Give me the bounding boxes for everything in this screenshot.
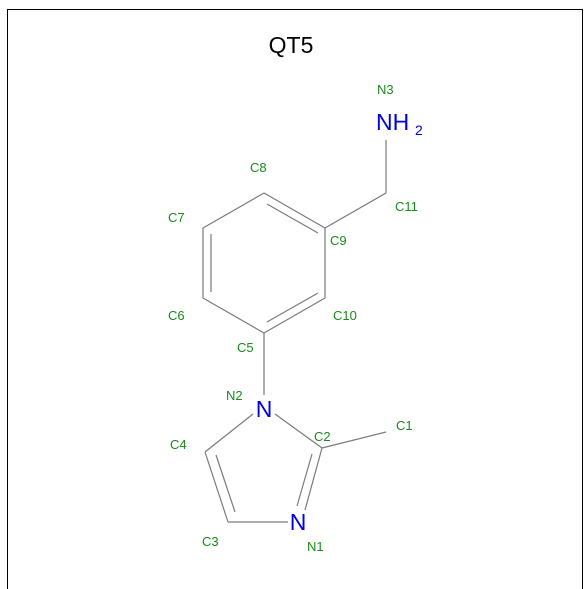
bond-c5-c6: [202, 297, 265, 334]
atom-label-c8: C8: [250, 160, 267, 175]
atom-label-n2: N2: [226, 388, 243, 403]
atom-label-c7: C7: [168, 210, 185, 225]
atom-n1-symbol: N: [290, 509, 307, 535]
bond-c3-c4: [204, 451, 229, 523]
atom-label-c4: C4: [170, 437, 187, 452]
atom-n3-subscript: 2: [415, 122, 423, 138]
bond-c7-c8: [202, 192, 265, 229]
bond-c2-n1: [304, 447, 323, 511]
atom-n3-symbol: NH: [376, 109, 409, 135]
atom-label-c6: C6: [168, 308, 185, 323]
diagram-title: QT5: [269, 32, 314, 58]
atom-label-c3: C3: [202, 534, 219, 549]
bond-c3-c4-inner: [215, 454, 236, 513]
atom-label-c9: C9: [330, 233, 347, 248]
bond-c2-n1-inner: [296, 453, 313, 507]
atom-label-c5: C5: [237, 340, 254, 355]
atom-label-n1: N1: [307, 539, 324, 554]
bond-c4-n2: [204, 413, 254, 453]
atom-label-n3: N3: [377, 82, 394, 97]
atom-label-c11: C11: [395, 199, 418, 214]
atom-label-c2: C2: [314, 429, 331, 444]
bond-c10-c5-inner: [266, 292, 319, 323]
diagram-frame: [7, 9, 583, 589]
bond-c9-c11: [324, 192, 387, 229]
bond-c10-c5: [263, 297, 326, 334]
atom-label-c1: C1: [396, 418, 413, 433]
bond-n2-c2: [274, 413, 323, 449]
bond-c8-c9-inner: [266, 203, 319, 234]
bond-c8-c9: [263, 192, 326, 229]
atom-n2-symbol: N: [256, 396, 273, 422]
bond-c2-c1: [321, 431, 387, 449]
atom-label-c10: C10: [333, 308, 357, 323]
